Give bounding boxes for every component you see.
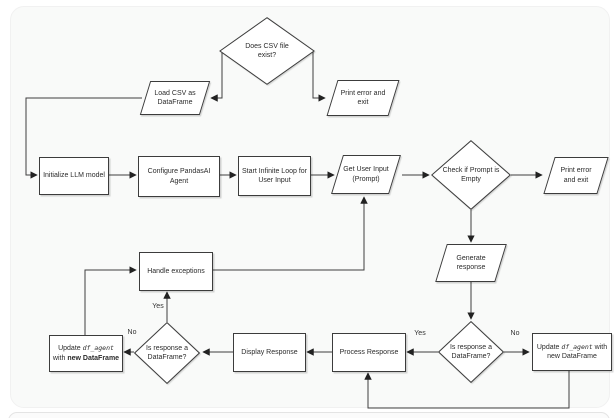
node-update-df-agent-left: Update df_agent with new DataFrame (49, 335, 123, 372)
branch-label-yes-left: Yes (152, 303, 164, 310)
node-label: Display Response (241, 348, 298, 356)
node-check-if-prompt-is-empty: Check if Prompt is Empty (431, 140, 511, 210)
node-configure-pandasai-agent: Configure PandasAI Agent (138, 156, 220, 197)
node-label: Start Infinite Loop for User Input (242, 167, 307, 184)
df-agent-code: df_agent (561, 342, 593, 351)
edge-updateleft-to-handleexceptions (84, 266, 137, 335)
node-does-csv-file-exist: Does CSV file exist? (219, 17, 315, 85)
node-print-error-and-exit-top: Print error and exit (325, 80, 401, 116)
node-label: Get User Input (Prompt) (343, 166, 389, 183)
edge-handleexceptions-to-getinput (211, 196, 368, 271)
label-part: with (52, 354, 68, 362)
node-is-response-dataframe-left: Is response a DataFrame? (134, 322, 200, 384)
branch-label-no-right: No (510, 330, 520, 337)
diamond-shape (431, 140, 511, 210)
next-card-top-edge (8, 412, 610, 418)
node-update-df-agent-right: Update df_agent with new DataFrame (532, 333, 612, 371)
node-label: Print error and exit (340, 89, 386, 106)
label-part: with new DataFrame (547, 343, 608, 360)
node-start-infinite-loop: Start Infinite Loop for User Input (238, 156, 311, 196)
node-label: Initialize LLM model (43, 172, 105, 180)
node-label: Update df_agent with new DataFrame (52, 344, 120, 362)
node-initialize-llm-model: Initialize LLM model (39, 157, 109, 195)
node-label: Is response a DataFrame? (145, 344, 189, 361)
diamond-shape (134, 322, 200, 384)
node-label: Check if Prompt is Empty (442, 166, 500, 183)
node-label: Process Response (339, 348, 399, 356)
node-label: Update df_agent with new DataFrame (535, 343, 609, 361)
flowchart-card: Does CSV file exist? Load CSV as DataFra… (10, 6, 612, 409)
branch-label-yes-right: Yes (414, 330, 426, 337)
branch-label-no-left: No (127, 329, 137, 336)
node-process-response: Process Response (332, 333, 406, 372)
node-label: Is response a DataFrame? (449, 343, 493, 360)
node-label: Load CSV as DataFrame (154, 89, 196, 106)
label-bold-part: new DataFrame (67, 354, 120, 362)
label-part: Update (58, 345, 83, 353)
node-generate-response: Generate response (434, 244, 508, 282)
node-load-csv-as-dataframe: Load CSV as DataFrame (138, 81, 212, 115)
df-agent-code: df_agent (82, 344, 114, 353)
node-display-response: Display Response (233, 333, 306, 372)
node-print-error-and-exit-right: Print error and exit (542, 157, 610, 194)
node-get-user-input-prompt: Get User Input (Prompt) (330, 155, 402, 194)
node-label: Configure PandasAI Agent (147, 168, 211, 185)
diamond-shape (219, 17, 315, 85)
node-label: Does CSV file exist? (245, 42, 289, 59)
node-label: Handle exceptions (147, 267, 205, 275)
node-handle-exceptions: Handle exceptions (139, 252, 213, 291)
label-part: Update (536, 343, 562, 351)
node-is-response-dataframe-right: Is response a DataFrame? (438, 321, 504, 383)
node-label: Generate response (456, 254, 486, 271)
node-label: Print error and exit (560, 167, 592, 184)
